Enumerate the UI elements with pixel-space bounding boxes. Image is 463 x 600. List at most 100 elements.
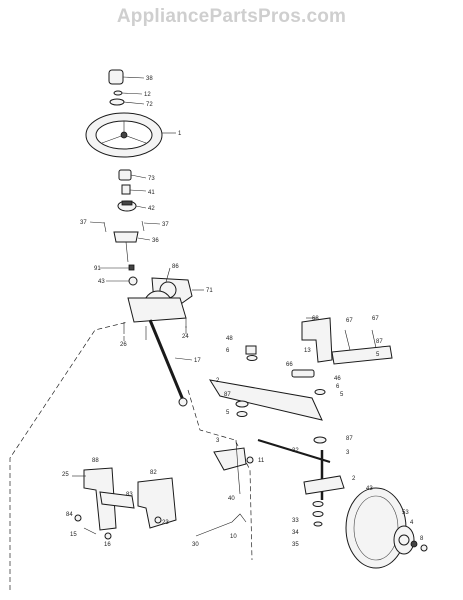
steering-wheel-part-1[interactable]	[85, 112, 163, 158]
bolt-part-26[interactable]	[123, 322, 147, 340]
callout-3: 3	[216, 438, 220, 444]
bearing-part-41[interactable]	[121, 184, 131, 195]
bushing-part-73[interactable]	[118, 169, 132, 181]
bolt-part-91[interactable]	[128, 264, 135, 271]
nut-part-35[interactable]	[313, 521, 323, 527]
callout-82: 82	[150, 470, 157, 476]
callout-5-left: 5	[226, 410, 230, 416]
screw-part-37-right[interactable]	[141, 220, 145, 232]
callout-16: 16	[104, 542, 111, 548]
callout-30: 30	[192, 542, 199, 548]
nut-part-43[interactable]	[128, 276, 138, 286]
callout-88: 88	[92, 458, 99, 464]
frame-outline-dashed-right	[187, 389, 253, 561]
callout-17: 17	[194, 358, 201, 364]
callout-48: 48	[226, 336, 233, 342]
callout-1: 1	[178, 131, 182, 137]
bearing-part-53[interactable]	[398, 534, 410, 546]
callout-13: 13	[304, 348, 311, 354]
washer-part-84[interactable]	[74, 514, 82, 522]
washer-part-12[interactable]	[113, 90, 123, 96]
washer-part-34[interactable]	[312, 511, 324, 517]
callout-36: 36	[152, 238, 159, 244]
leader-lines	[89, 76, 318, 361]
callout-67-left: 67	[346, 318, 353, 324]
callout-11: 11	[258, 458, 265, 464]
callout-41: 41	[148, 190, 155, 196]
callout-34: 34	[292, 530, 299, 536]
tie-rod-part-32[interactable]	[257, 439, 331, 463]
callout-87-right: 87	[346, 436, 353, 442]
callout-15: 15	[70, 532, 77, 538]
pin-part-8[interactable]	[420, 544, 428, 552]
cap-part-38[interactable]	[108, 69, 124, 85]
bolt-part-67-right[interactable]	[371, 329, 377, 349]
callout-40: 40	[228, 496, 235, 502]
bolt-part-67-left[interactable]	[344, 329, 351, 351]
axle-bracket[interactable]	[331, 345, 393, 365]
callout-37-right: 37	[162, 222, 169, 228]
callout-73: 73	[148, 176, 155, 182]
callout-67-right: 67	[372, 316, 379, 322]
callout-6-upper: 6	[226, 348, 230, 354]
callout-91: 91	[94, 266, 101, 272]
callout-3-right: 3	[346, 450, 350, 456]
washer-part-72[interactable]	[109, 98, 125, 106]
bracket-part-82[interactable]	[137, 477, 177, 529]
watermark-text: AppliancePartsPros.com	[116, 6, 347, 27]
callout-labels: 38 12 72 1 73 41 42 37 37 36 91 43 86 71…	[62, 76, 424, 548]
pivot-bar-part-83[interactable]	[99, 491, 135, 509]
callout-5-right: 5	[340, 392, 344, 398]
callout-68: 68	[312, 316, 319, 322]
bracket-part-68[interactable]	[301, 317, 333, 363]
bolt-part-15[interactable]	[83, 527, 97, 535]
callout-35: 35	[292, 542, 299, 548]
drag-link-part-17[interactable]	[148, 319, 188, 407]
callout-24: 24	[182, 334, 189, 340]
mount-plate[interactable]	[127, 297, 187, 323]
washer-part-87-right[interactable]	[313, 436, 327, 444]
callout-2-upper: 2	[216, 378, 220, 384]
front-axle[interactable]	[208, 379, 323, 421]
spindle-part-2[interactable]	[303, 450, 345, 500]
frame-outline-dashed	[9, 321, 129, 590]
cover-part-42[interactable]	[117, 200, 137, 212]
bracket-part-88[interactable]	[83, 467, 117, 531]
washer-part-5-left[interactable]	[236, 411, 248, 417]
callout-25: 25	[62, 472, 69, 478]
callout-4: 4	[410, 520, 414, 526]
callout-71: 71	[206, 288, 213, 294]
callout-87-left: 87	[224, 392, 231, 398]
callout-26: 26	[120, 342, 127, 348]
callout-43-top: 43	[98, 279, 105, 285]
screw-part-37-left[interactable]	[103, 221, 107, 233]
callout-33: 33	[292, 518, 299, 524]
bolt-part-23[interactable]	[154, 516, 162, 524]
cap-part-4[interactable]	[410, 540, 418, 548]
callout-53: 53	[402, 510, 409, 516]
bushing-part-66[interactable]	[291, 369, 315, 378]
callout-87-top: 87	[376, 339, 383, 345]
callout-6-right: 6	[336, 384, 340, 390]
front-wheel-tire[interactable]	[345, 487, 415, 569]
callout-38: 38	[146, 76, 153, 82]
nut-part-16[interactable]	[104, 532, 112, 540]
callout-66: 66	[286, 362, 293, 368]
bolt-part-40[interactable]	[237, 469, 241, 495]
column-part-36[interactable]	[113, 231, 139, 263]
drag-rod-part-10[interactable]	[195, 513, 247, 537]
nut-part-11[interactable]	[246, 456, 254, 464]
spacer-part-48[interactable]	[245, 345, 257, 355]
steering-arm-part-3[interactable]	[213, 439, 247, 471]
callout-2-lower: 2	[352, 476, 356, 482]
washer-part-5-right[interactable]	[314, 389, 326, 395]
washer-part-6-upper[interactable]	[246, 355, 258, 361]
callout-86: 86	[172, 264, 179, 270]
callout-8: 8	[420, 536, 424, 542]
callout-23: 23	[162, 520, 169, 526]
washer-part-87-left[interactable]	[235, 400, 249, 408]
callout-72: 72	[146, 102, 153, 108]
callout-37-left: 37	[80, 220, 87, 226]
washer-part-33[interactable]	[312, 501, 324, 507]
